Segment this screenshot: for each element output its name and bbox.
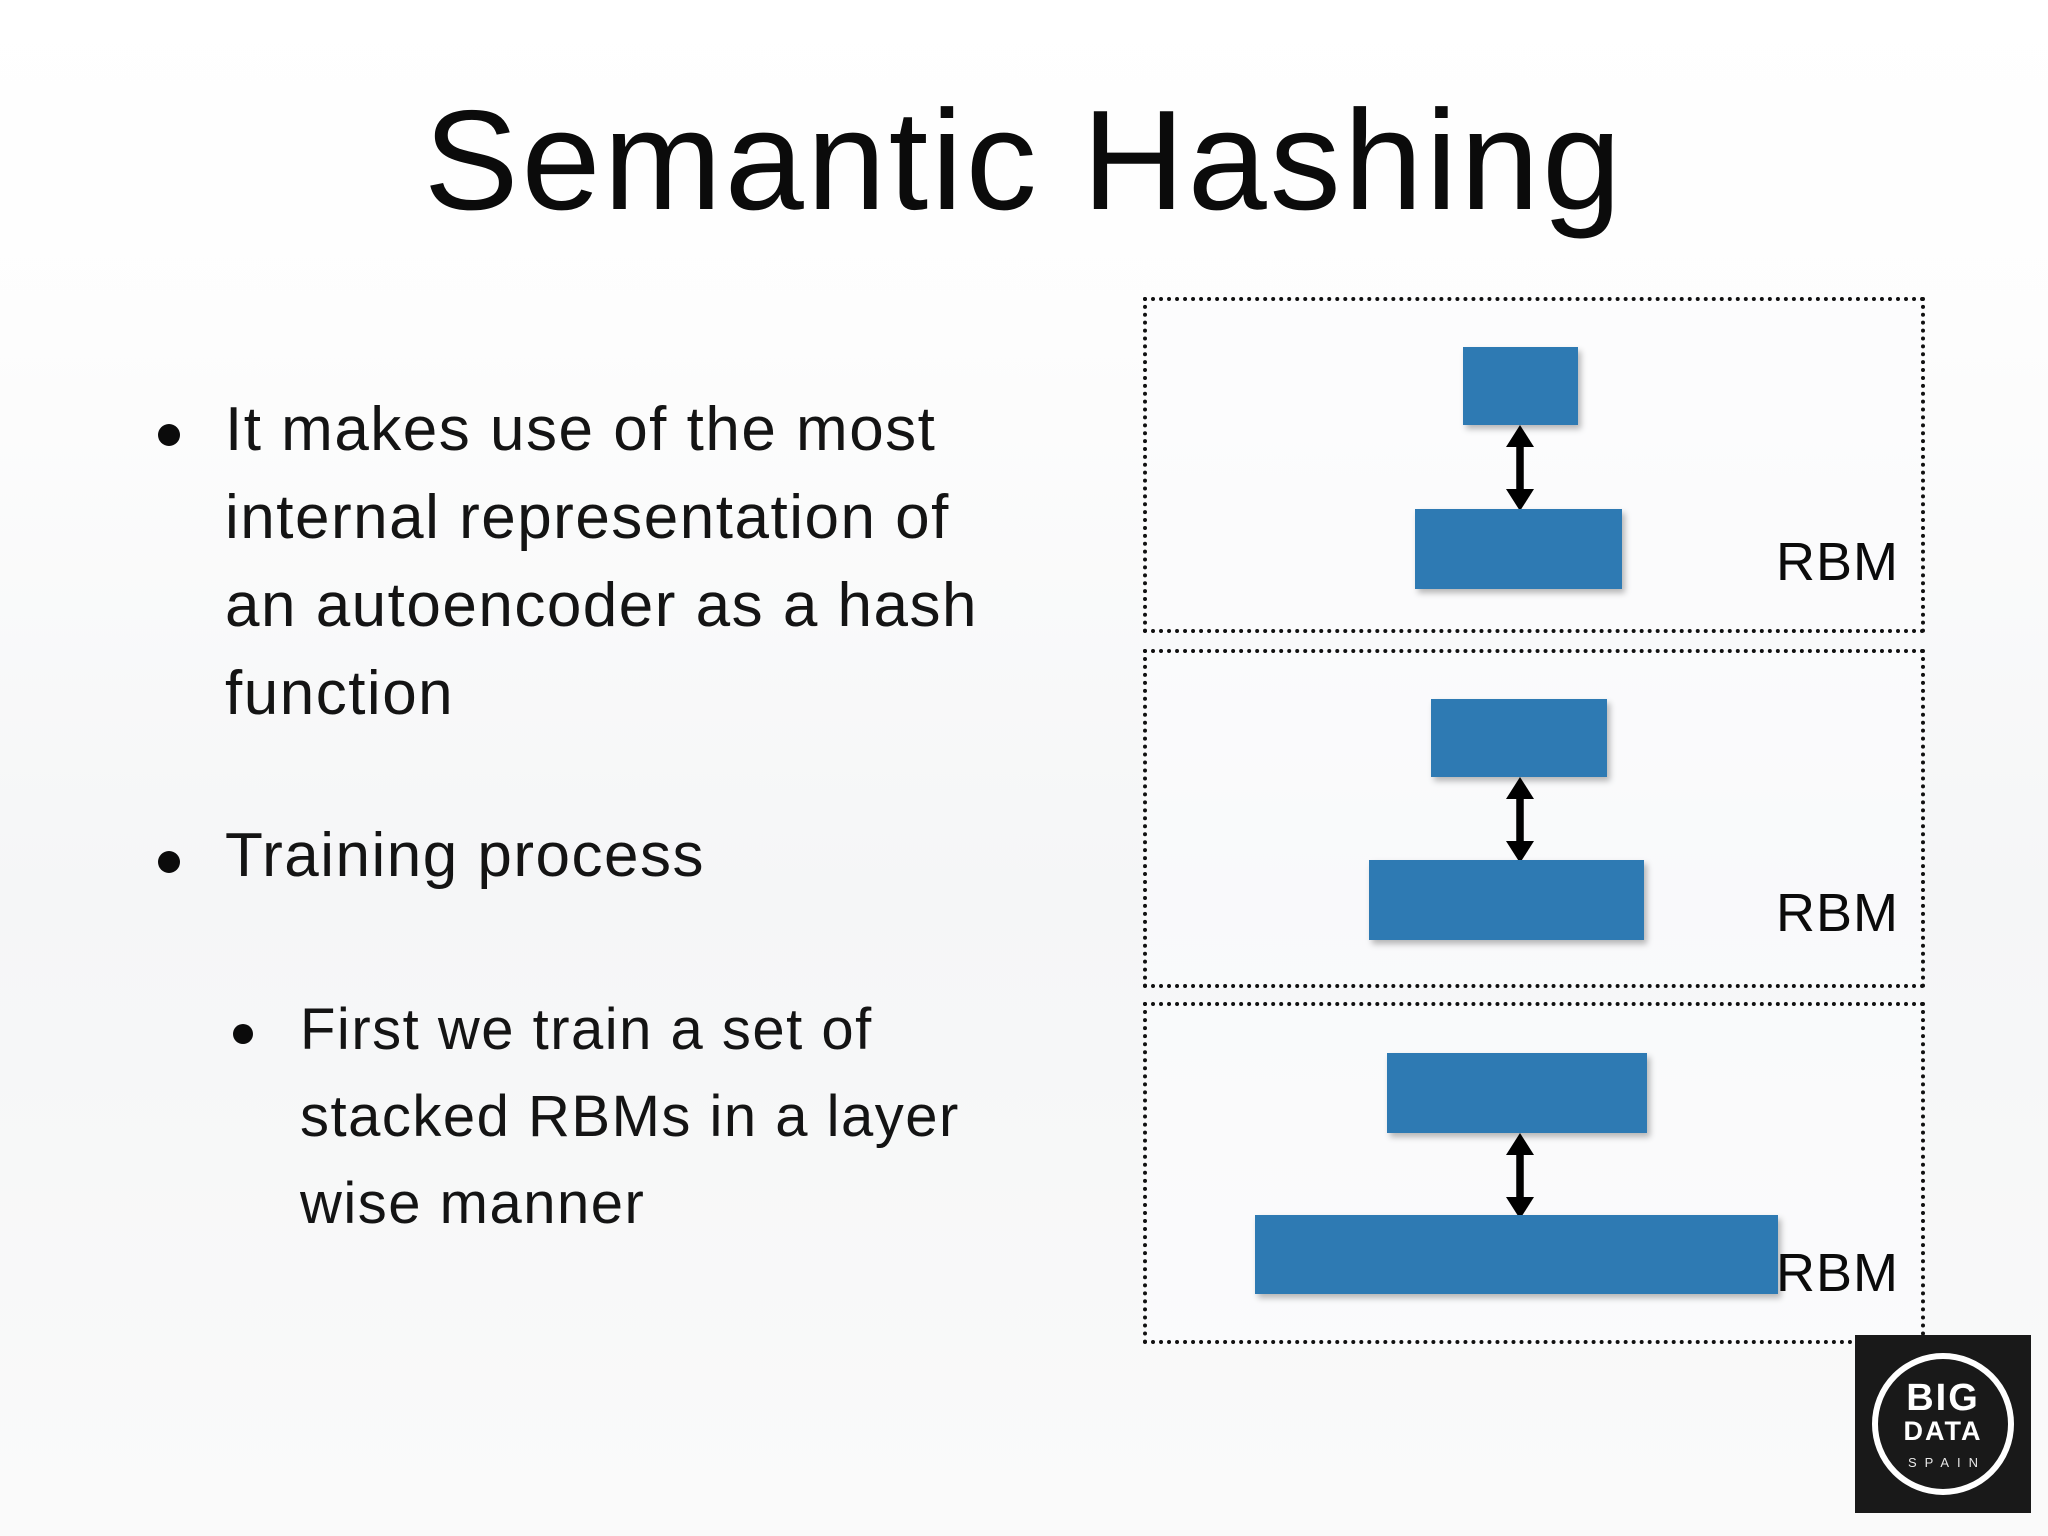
rbm-label: RBM [1776,1243,1899,1303]
logo-text-big: BIG [1906,1377,1980,1420]
visible-layer-rect [1415,509,1622,589]
bullet-item-autoencoder: It makes use of the most internal repres… [225,386,978,738]
double-arrow-icon [1506,1133,1534,1219]
rbm-label: RBM [1776,883,1899,943]
bullet-item-training-process: Training process [225,812,705,900]
bullet-line: an autoencoder as a hash [225,571,978,640]
rbm-label: RBM [1776,532,1899,592]
sub-bullet-item-stacked-rbms: First we train a set of stacked RBMs in … [300,986,960,1247]
logo-text-spain: SPAIN [1907,1454,1987,1470]
visible-layer-rect [1255,1215,1778,1294]
rbm-box-3: RBM [1143,1002,1925,1344]
visible-layer-rect [1369,860,1644,940]
bullet-icon [158,424,180,446]
bullet-line: Training process [225,821,706,890]
bullet-line: function [225,659,455,728]
slide-title: Semantic Hashing [423,81,1625,240]
sub-bullet-icon [233,1024,253,1044]
big-data-spain-logo: BIG DATA SPAIN [1855,1335,2031,1513]
bullet-line: It makes use of the most [225,395,937,464]
bullet-line: First we train a set of [300,997,873,1062]
logo-text-data: DATA [1903,1416,1983,1447]
bullet-icon [158,851,180,873]
bullet-line: stacked RBMs in a layer [300,1084,960,1149]
double-arrow-icon [1506,777,1534,863]
rbm-box-2: RBM [1143,649,1925,988]
logo-circle-icon: BIG DATA SPAIN [1872,1353,2014,1495]
hidden-layer-rect [1387,1053,1647,1133]
hidden-layer-rect [1431,699,1607,777]
bullet-line: internal representation of [225,483,950,552]
double-arrow-icon [1506,425,1534,511]
rbm-box-1: RBM [1143,297,1925,633]
bullet-line: wise manner [300,1171,646,1236]
hidden-layer-rect [1463,347,1578,425]
